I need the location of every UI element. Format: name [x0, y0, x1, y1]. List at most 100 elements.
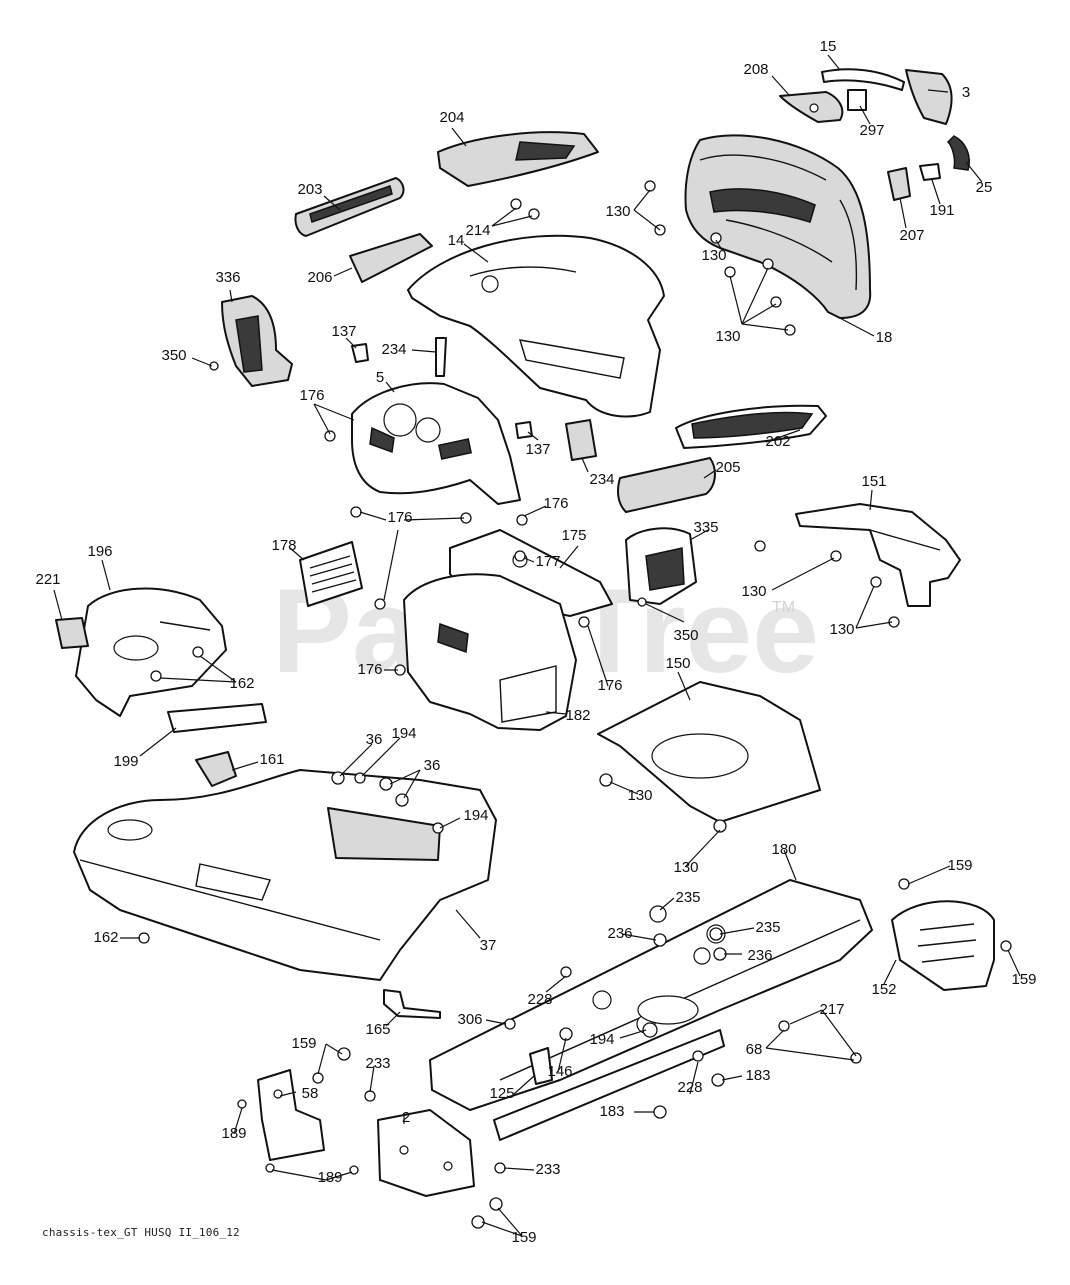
callout-label[interactable]: 125 [489, 1085, 514, 1102]
bolt-159[interactable] [471, 1215, 485, 1229]
part-hood-front[interactable] [684, 134, 872, 319]
part-plate-150[interactable] [597, 681, 821, 823]
callout-label[interactable]: 202 [765, 433, 790, 450]
part-lens-3[interactable] [905, 69, 953, 125]
callout-label[interactable]: 162 [93, 929, 118, 946]
screw-162[interactable] [150, 670, 162, 682]
callout-label[interactable]: 234 [381, 341, 406, 358]
bolt-36[interactable] [379, 777, 393, 791]
callout-label[interactable]: 130 [829, 621, 854, 638]
callout-label[interactable]: 130 [605, 203, 630, 220]
part-bracket-151[interactable] [795, 503, 961, 607]
callout-label[interactable]: 206 [307, 269, 332, 286]
callout-label[interactable]: 176 [543, 495, 568, 512]
bolt-183[interactable] [653, 1105, 667, 1119]
nut-177[interactable] [514, 550, 526, 562]
callout-label[interactable]: 18 [876, 329, 893, 346]
bolt-68[interactable] [778, 1020, 790, 1032]
callout-label[interactable]: 36 [366, 731, 383, 748]
callout-label[interactable]: 335 [693, 519, 718, 536]
bolt-159[interactable] [312, 1072, 324, 1084]
bolt-189[interactable] [237, 1099, 247, 1109]
callout-label[interactable]: 214 [465, 222, 490, 239]
part-hood-panel-204[interactable] [437, 131, 599, 187]
screw-350[interactable] [637, 597, 647, 607]
callout-label[interactable]: 5 [376, 369, 384, 386]
callout-label[interactable]: 137 [331, 323, 356, 340]
screw-130[interactable] [754, 540, 766, 552]
callout-label[interactable]: 189 [221, 1125, 246, 1142]
callout-label[interactable]: 336 [215, 269, 240, 286]
callout-label[interactable]: 176 [357, 661, 382, 678]
part-clip-297[interactable] [847, 89, 867, 111]
callout-label[interactable]: 137 [525, 441, 550, 458]
callout-label[interactable]: 182 [565, 707, 590, 724]
part-hood-14[interactable] [407, 234, 665, 418]
part-trim-205[interactable] [617, 457, 716, 513]
bolt-189[interactable] [265, 1163, 275, 1173]
callout-label[interactable]: 151 [861, 473, 886, 490]
screw-130[interactable] [599, 773, 613, 787]
callout-label[interactable]: 36 [424, 757, 441, 774]
screw-130[interactable] [770, 296, 782, 308]
screw-162[interactable] [192, 646, 204, 658]
screw-130[interactable] [830, 550, 842, 562]
part-fender-182[interactable] [403, 573, 577, 731]
callout-label[interactable]: 37 [480, 937, 497, 954]
washer-235[interactable] [649, 905, 667, 923]
callout-label[interactable]: 58 [302, 1085, 319, 1102]
screw-130[interactable] [713, 819, 727, 833]
callout-label[interactable]: 176 [597, 677, 622, 694]
callout-label[interactable]: 194 [463, 807, 488, 824]
callout-label[interactable]: 159 [1011, 971, 1036, 988]
part-cover-196[interactable] [75, 587, 227, 717]
callout-label[interactable]: 130 [701, 247, 726, 264]
part-bracket-161[interactable] [195, 751, 237, 787]
callout-label[interactable]: 176 [299, 387, 324, 404]
part-bracket-137-top[interactable] [351, 343, 369, 363]
callout-label[interactable]: 233 [535, 1161, 560, 1178]
nut-194[interactable] [432, 822, 444, 834]
callout-label[interactable]: 180 [771, 841, 796, 858]
bolt-159[interactable] [489, 1197, 503, 1211]
callout-label[interactable]: 217 [819, 1001, 844, 1018]
part-bracket-199[interactable] [167, 703, 267, 733]
nut-176[interactable] [374, 598, 386, 610]
nut-194[interactable] [642, 1022, 658, 1038]
callout-label[interactable]: 177 [535, 553, 560, 570]
callout-label[interactable]: 189 [317, 1169, 342, 1186]
nut-176[interactable] [324, 430, 336, 442]
bolt-159[interactable] [898, 878, 910, 890]
callout-label[interactable]: 350 [161, 347, 186, 364]
part-grille-202[interactable] [675, 404, 827, 449]
callout-label[interactable]: 159 [511, 1229, 536, 1246]
callout-label[interactable]: 3 [962, 84, 970, 101]
callout-label[interactable]: 208 [743, 61, 768, 78]
callout-label[interactable]: 207 [899, 227, 924, 244]
part-grille-trim-15[interactable] [821, 68, 905, 91]
callout-label[interactable]: 203 [297, 181, 322, 198]
callout-label[interactable]: 165 [365, 1021, 390, 1038]
callout-label[interactable]: 234 [589, 471, 614, 488]
callout-label[interactable]: 228 [527, 991, 552, 1008]
screw-130[interactable] [870, 576, 882, 588]
part-insert-206[interactable] [349, 233, 433, 283]
callout-label[interactable]: 68 [746, 1041, 763, 1058]
callout-label[interactable]: 14 [448, 232, 465, 249]
callout-label[interactable]: 236 [747, 947, 772, 964]
callout-label[interactable]: 161 [259, 751, 284, 768]
callout-label[interactable]: 306 [457, 1011, 482, 1028]
screw-130[interactable] [644, 180, 656, 192]
screw-130[interactable] [710, 232, 722, 244]
callout-label[interactable]: 130 [627, 787, 652, 804]
part-panel-336[interactable] [221, 295, 293, 387]
part-fender-152[interactable] [891, 900, 995, 991]
callout-label[interactable]: 25 [976, 179, 993, 196]
screw-130[interactable] [724, 266, 736, 278]
part-axle-bracket-125[interactable] [529, 1047, 553, 1085]
nut-176[interactable] [516, 514, 528, 526]
nut-176[interactable] [578, 616, 590, 628]
callout-label[interactable]: 196 [87, 543, 112, 560]
callout-label[interactable]: 183 [745, 1067, 770, 1084]
callout-label[interactable]: 162 [229, 675, 254, 692]
